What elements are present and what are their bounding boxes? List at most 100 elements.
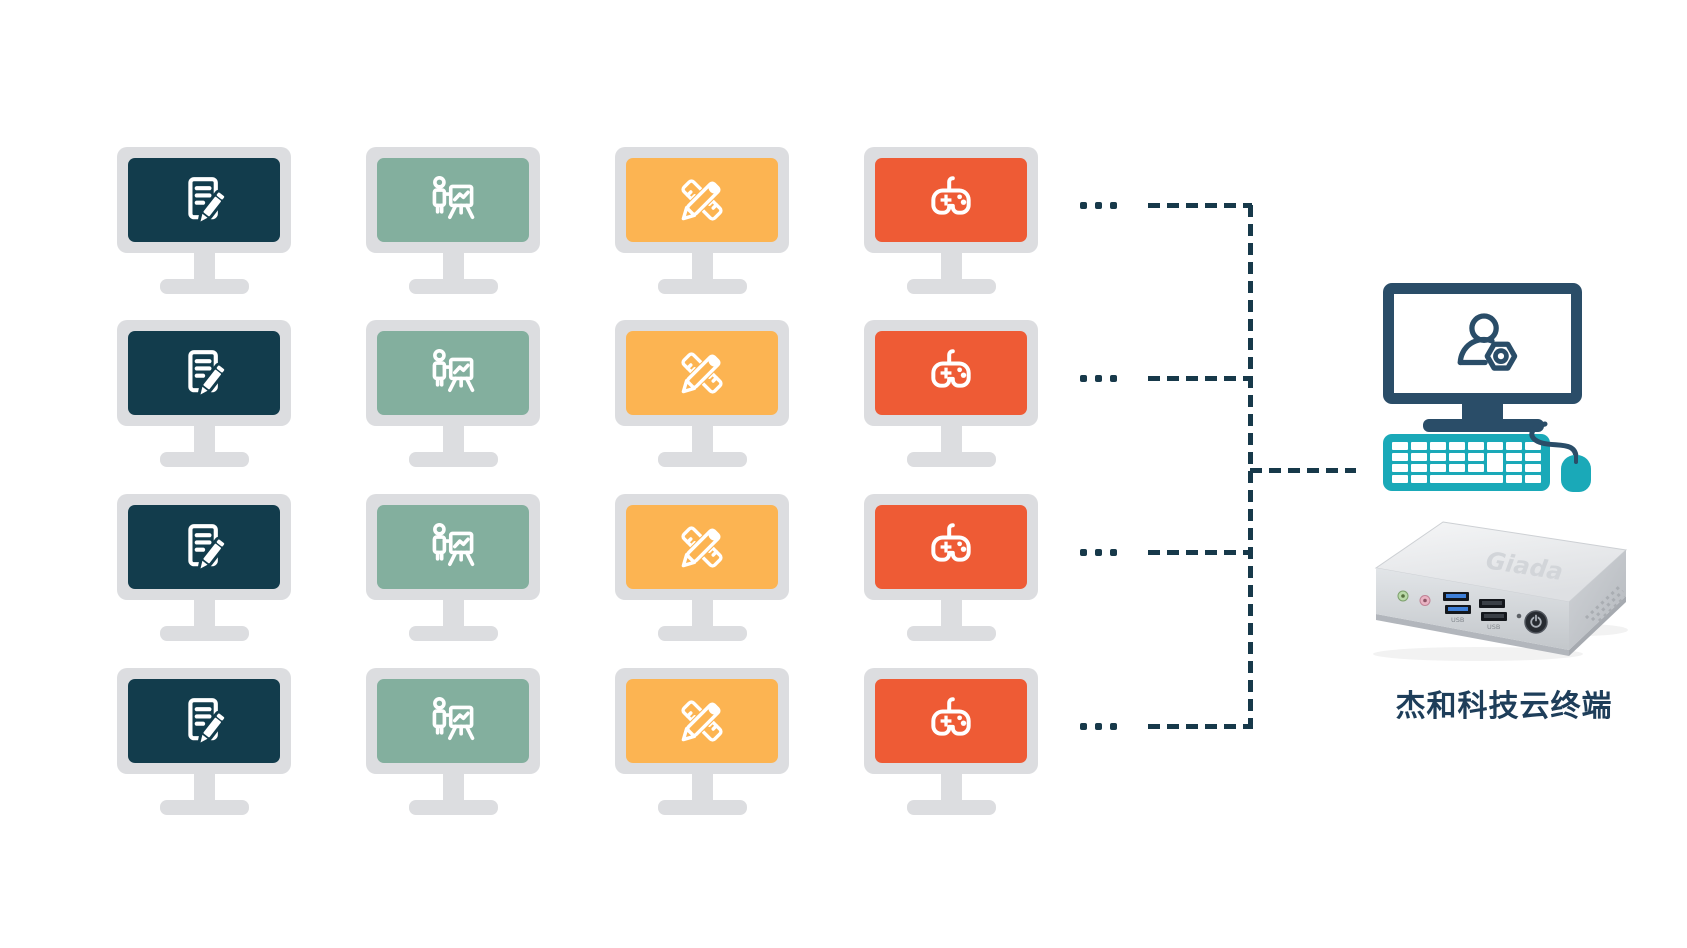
cloud-terminal-label: 杰和科技云终端 [1395, 689, 1613, 724]
monitor-stand-neck [442, 599, 464, 626]
ruler-pencil-icon [680, 700, 723, 743]
monitor-frame [864, 147, 1038, 253]
row-connector-dashed-line [1148, 550, 1252, 555]
monitor-stand-base [159, 452, 249, 467]
ellipsis-dots [1080, 202, 1117, 209]
gamepad-icon [931, 349, 971, 388]
monitor-stand-base [408, 800, 498, 815]
keyboard-keys [1392, 442, 1541, 483]
presenter-board-icon [432, 696, 475, 741]
monitor-stand-base [657, 279, 747, 294]
monitor-stand-base [408, 626, 498, 641]
monitor-stand-base [657, 626, 747, 641]
gaming-monitor [864, 494, 1038, 641]
monitor-stand-neck [940, 773, 962, 800]
monitor-frame [615, 494, 789, 600]
monitor-screen [128, 679, 280, 763]
monitor-screen [377, 331, 529, 415]
document-edit-icon [188, 177, 228, 225]
monitor-stand-base [906, 279, 996, 294]
monitor-screen [128, 158, 280, 242]
monitor-frame [117, 320, 291, 426]
monitor-frame [615, 147, 789, 253]
monitor-screen [626, 679, 778, 763]
keyboard [1383, 434, 1550, 491]
row-connector-dashed-line [1148, 376, 1252, 381]
usb-port-label: USB [1487, 623, 1500, 631]
ellipsis-dots [1080, 723, 1117, 730]
monitor-stand-neck [691, 425, 713, 452]
monitor-frame [615, 668, 789, 774]
usb-port-label: USB [1451, 616, 1464, 624]
office-monitor [117, 494, 291, 641]
document-edit-icon [188, 524, 228, 572]
presentation-monitor [366, 320, 540, 467]
ellipsis-dots [1080, 375, 1117, 382]
document-edit-icon [188, 350, 228, 398]
monitor-frame [864, 668, 1038, 774]
presentation-monitor [366, 668, 540, 815]
ellipsis-dots [1080, 549, 1117, 556]
gamepad-icon [931, 176, 971, 215]
monitor-stand-base [906, 800, 996, 815]
gaming-monitor [864, 668, 1038, 815]
monitor-stand-neck [691, 773, 713, 800]
presentation-monitor [366, 494, 540, 641]
monitor-frame [117, 494, 291, 600]
monitor-stand-base [906, 452, 996, 467]
monitor-stand-neck [940, 599, 962, 626]
monitor-frame [366, 147, 540, 253]
presenter-board-icon [432, 522, 475, 567]
monitor-screen [626, 331, 778, 415]
monitor-screen [626, 158, 778, 242]
user-gear-icon [1457, 312, 1517, 371]
side-vents [1584, 585, 1627, 623]
trunk-dashed-line [1248, 205, 1253, 729]
monitor-stand-base [657, 452, 747, 467]
presenter-board-icon [432, 175, 475, 220]
monitor-stand-base [906, 626, 996, 641]
monitor-frame [366, 320, 540, 426]
monitor-stand-neck [442, 252, 464, 279]
monitor-stand-base [408, 279, 498, 294]
terminal-monitor-base [1423, 419, 1544, 432]
monitor-frame [366, 668, 540, 774]
monitor-stand-neck [193, 252, 215, 279]
monitor-stand-base [159, 626, 249, 641]
monitor-stand-neck [691, 252, 713, 279]
monitor-stand-neck [442, 773, 464, 800]
monitor-screen [377, 679, 529, 763]
monitor-screen [875, 158, 1027, 242]
terminal-connector-dashed-line [1250, 468, 1356, 473]
monitor-stand-base [408, 452, 498, 467]
monitor-stand-neck [193, 773, 215, 800]
monitor-stand-base [159, 800, 249, 815]
monitor-screen [128, 505, 280, 589]
monitor-stand-neck [442, 425, 464, 452]
front-ports: USB USB [1397, 590, 1548, 634]
presenter-board-icon [432, 348, 475, 393]
office-monitor [117, 147, 291, 294]
design-monitor [615, 668, 789, 815]
ruler-pencil-icon [680, 352, 723, 395]
mouse [1561, 455, 1591, 492]
design-monitor [615, 320, 789, 467]
monitor-screen [377, 158, 529, 242]
monitor-screen [128, 331, 280, 415]
monitor-screen [875, 679, 1027, 763]
monitor-screen [875, 331, 1027, 415]
mini-pc-image: Giada USB USB [1373, 521, 1628, 661]
power-button [1524, 610, 1548, 634]
mouse-cable [1529, 421, 1579, 462]
monitor-frame [615, 320, 789, 426]
monitor-stand-neck [193, 425, 215, 452]
monitor-stand-neck [940, 252, 962, 279]
gaming-monitor [864, 147, 1038, 294]
monitor-frame [864, 320, 1038, 426]
cloud-terminal-monitor [1383, 283, 1582, 404]
monitor-screen [875, 505, 1027, 589]
design-monitor [615, 147, 789, 294]
monitor-stand-neck [193, 599, 215, 626]
office-monitor [117, 668, 291, 815]
monitor-screen [626, 505, 778, 589]
